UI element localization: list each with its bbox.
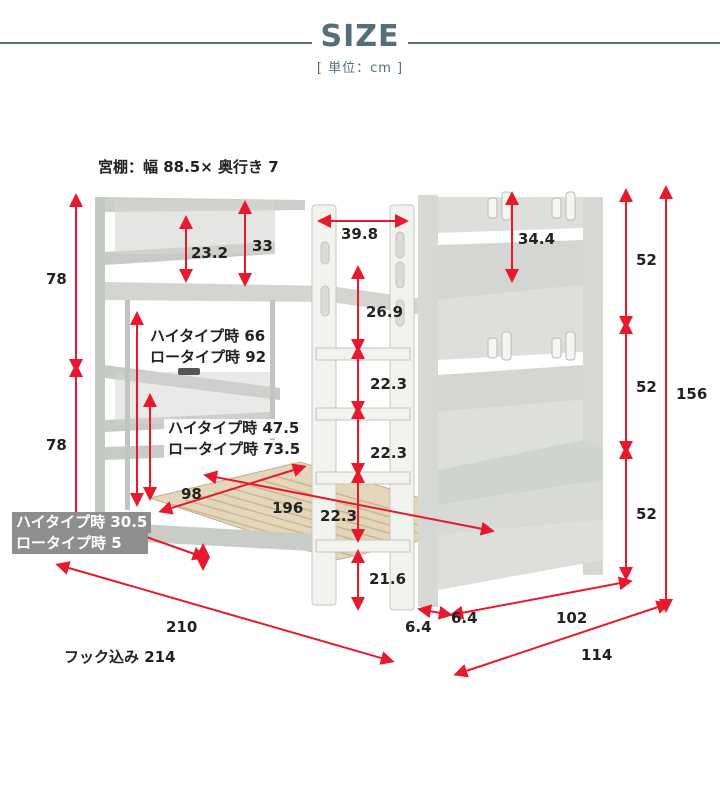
lower-height-label: 78 [46, 436, 67, 454]
title-rule-right [408, 42, 720, 44]
title-rule-left [0, 42, 312, 44]
ladder-step-4-label: 22.3 [320, 507, 358, 525]
ladder-step-bottom-label: 21.6 [369, 570, 407, 588]
post-width-a-label: 6.4 [405, 618, 432, 636]
section-bottom-label: 52 [636, 505, 657, 523]
ladder [311, 204, 415, 611]
lower-clearance-high-label: ハイタイプ時 47.5 [164, 419, 304, 438]
guard-height-label: 23.2 [191, 244, 229, 262]
unit-label: [ 単位：cm ] [316, 61, 404, 76]
width-label: 102 [556, 609, 588, 627]
shelf-depth-label: 34.4 [518, 230, 556, 248]
length-with-hook-label: フック込み 214 [64, 648, 176, 666]
inner-width-label: 98 [181, 485, 202, 503]
floor-clearance-low-label: ロータイプ時 5 [12, 533, 148, 554]
total-height-label: 156 [676, 385, 708, 403]
ladder-step-top-label: 26.9 [366, 303, 404, 321]
upper-clearance-low-label: ロータイプ時 92 [146, 348, 271, 367]
total-width-label: 114 [581, 646, 613, 664]
ladder-step-3-label: 22.3 [370, 444, 408, 462]
shelf-size-label: 宮棚：幅 88.5× 奥行き 7 [98, 158, 279, 176]
section-top-label: 52 [636, 251, 657, 269]
dimension-arrows [55, 185, 673, 678]
lower-clearance-low-label: ロータイプ時 73.5 [164, 440, 305, 459]
post-width-b-label: 6.4 [451, 609, 478, 627]
upper-height-label: 78 [46, 270, 67, 288]
ladder-step-2-label: 22.3 [370, 375, 408, 393]
inner-length-label: 196 [272, 499, 304, 517]
length-label: 210 [166, 618, 198, 636]
upper-clearance-high-label: ハイタイプ時 66 [146, 327, 270, 346]
section-mid-label: 52 [636, 378, 657, 396]
guard-total-label: 33 [252, 237, 273, 255]
floor-clearance-high-label: ハイタイプ時 30.5 [12, 512, 152, 533]
ladder-width-label: 39.8 [341, 225, 379, 243]
page-title: SIZE [320, 19, 400, 54]
